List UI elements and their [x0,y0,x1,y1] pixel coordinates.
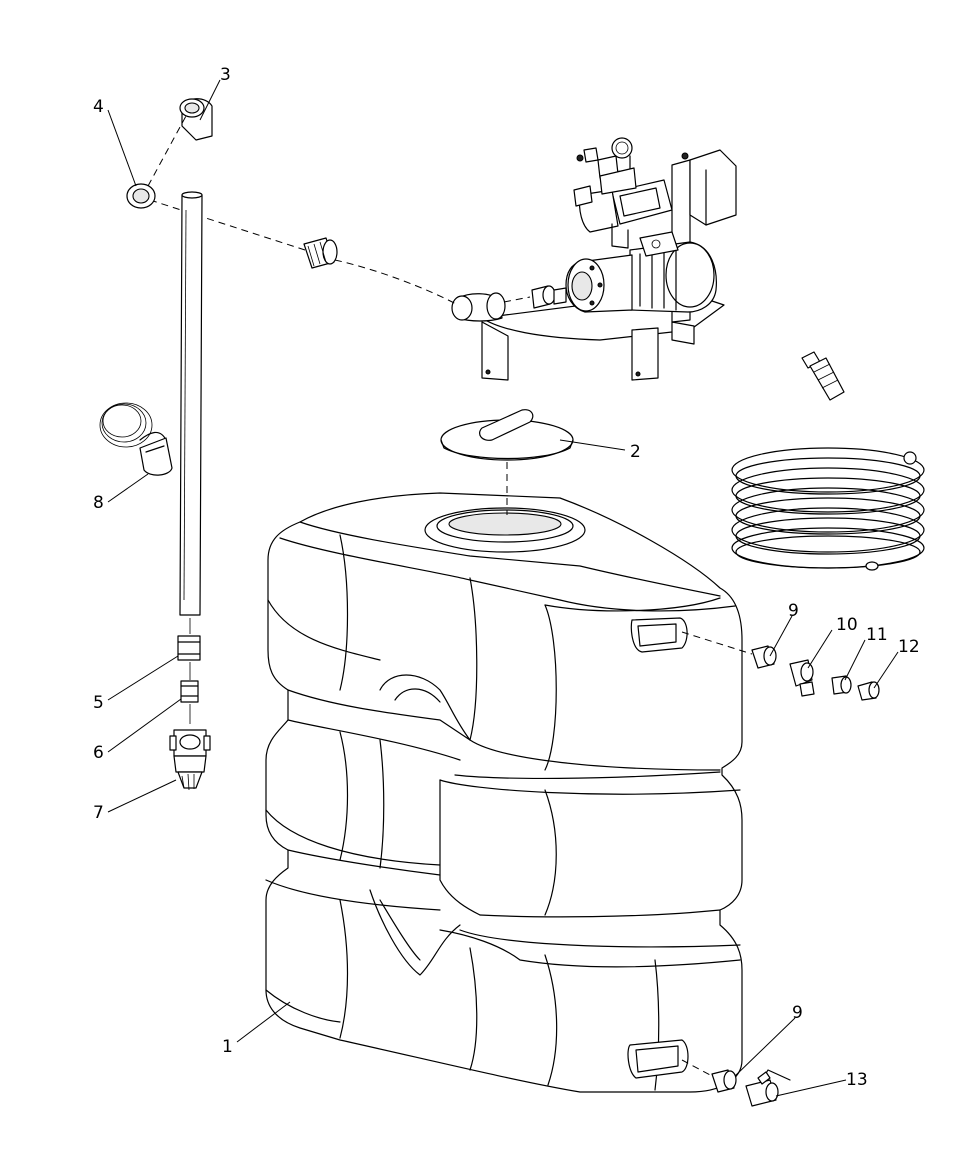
hose-coil [731,447,925,571]
callout-numbers: 1 2 3 4 5 6 7 8 9 9 10 11 12 13 [93,65,920,1090]
callout-8: 8 [93,493,104,513]
suction-pipe [126,98,213,791]
callout-9-upper: 9 [788,601,799,621]
callout-3: 3 [220,65,231,85]
outlet-fittings-upper [751,645,880,701]
outlet-fittings-lower [711,1069,791,1107]
callout-13: 13 [846,1070,868,1090]
callout-4: 4 [93,97,104,117]
tank-lid [440,409,574,515]
callout-10: 10 [836,615,858,635]
callout-leaders [107,79,899,1097]
callout-9-lower: 9 [792,1003,803,1023]
callout-11: 11 [866,625,888,645]
callout-5: 5 [93,693,104,713]
float-switch [99,402,173,476]
hose-connector [801,351,845,401]
pump-assembly [303,137,737,381]
callout-7: 7 [93,803,104,823]
callout-1: 1 [222,1037,233,1057]
callout-2: 2 [630,442,641,462]
water-tank [265,492,743,1093]
callout-12: 12 [898,637,920,657]
callout-6: 6 [93,743,104,763]
